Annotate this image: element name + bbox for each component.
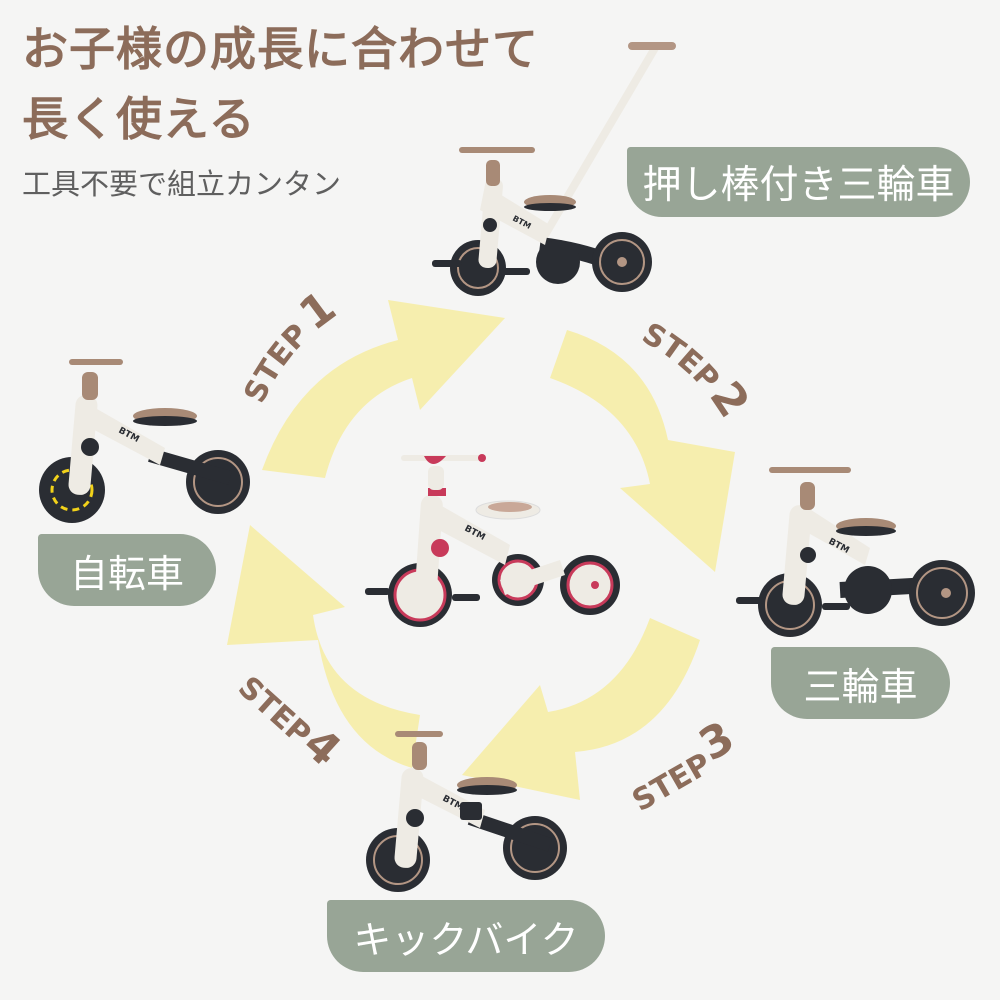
mode-label-tricycle: 三輪車 bbox=[771, 647, 950, 719]
mode-label-bicycle: 自転車 bbox=[38, 534, 216, 606]
arrow-step-4 bbox=[227, 525, 420, 768]
arrow-step-2 bbox=[550, 330, 735, 572]
center-base-bike-image: BTM bbox=[365, 454, 620, 627]
headline-line-1: お子様の成長に合わせて bbox=[22, 22, 539, 76]
bicycle-image: BTM bbox=[39, 359, 250, 523]
push-tricycle-image: BTM bbox=[432, 42, 676, 296]
mode-label-kick-bike: キックバイク bbox=[327, 900, 605, 972]
mode-label-push-tricycle: 押し棒付き三輪車 bbox=[627, 147, 970, 217]
kick-bike-image: BTM bbox=[366, 731, 567, 892]
headline-line-2: 長く使える bbox=[22, 92, 256, 146]
arrow-step-1 bbox=[262, 300, 505, 478]
arrow-step-3 bbox=[462, 618, 700, 800]
subtitle: 工具不要で組立カンタン bbox=[22, 167, 342, 201]
tricycle-image: BTM bbox=[736, 467, 975, 637]
